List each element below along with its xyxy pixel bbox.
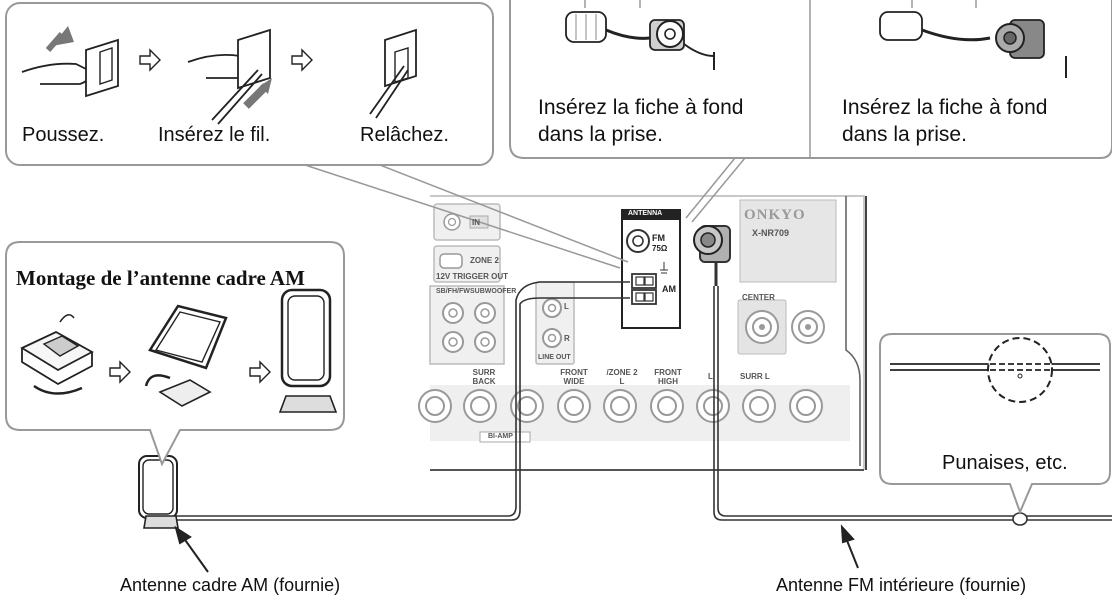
fm-plug-callouts [509, 0, 1112, 223]
antenna-cables [168, 281, 1112, 521]
step-insert-label: Insérez le fil. [158, 124, 271, 146]
line-out-r: R [564, 334, 570, 343]
sbfhfw-label: SB/FH/FW [436, 288, 470, 295]
zone2-label: ZONE 2 [470, 256, 499, 265]
receiver-panel [418, 195, 867, 471]
pin-callout [879, 333, 1111, 515]
fm-antenna-caption: Antenne FM intérieure (fournie) [776, 575, 1027, 595]
fm-impedance: 75Ω [652, 244, 668, 253]
biamp-label: BI-AMP [488, 433, 513, 440]
model-label: X-NR709 [752, 228, 790, 238]
surr-back-label: SURR BACK [472, 368, 496, 386]
in-label: IN [472, 218, 480, 227]
surr-l-label: SURR L [740, 372, 770, 381]
am-label: AM [662, 284, 676, 294]
pin-label: Punaises, etc. [942, 452, 1068, 474]
fm-label: FM [652, 233, 665, 243]
center-label: CENTER [742, 293, 775, 302]
zone2-l-label: /ZONE 2 L [606, 368, 638, 386]
l-label: L [708, 372, 713, 381]
antenna-header: ANTENNA [628, 210, 663, 217]
step-release-label: Relâchez. [360, 124, 449, 146]
am-assembly-title: Montage de l’antenne cadre AM [16, 266, 305, 290]
am-loop-antenna [138, 455, 179, 529]
fm-plug-instruction-2: Insérez la fiche à fond dans la prise. [842, 96, 1048, 146]
line-out-l: L [564, 302, 569, 311]
pin-marker [1012, 512, 1028, 526]
front-high-label: FRONT HIGH [654, 368, 682, 386]
front-wide-label: FRONT WIDE [560, 368, 588, 386]
subwoofer-label: SUBWOOFER [470, 288, 517, 295]
fm-plug-connected [693, 225, 731, 286]
am-antenna-caption: Antenne cadre AM (fournie) [120, 575, 341, 595]
trigger-label: 12V TRIGGER OUT [436, 272, 509, 281]
line-out-label: LINE OUT [538, 354, 571, 361]
am-assembly-callout [5, 241, 345, 467]
fm-plug-instruction-1: Insérez la fiche à fond dans la prise. [538, 96, 744, 146]
step-push-label: Poussez. [22, 124, 105, 146]
speaker-terminal-callout [5, 2, 629, 269]
brand-logo: ONKYO [744, 207, 806, 223]
